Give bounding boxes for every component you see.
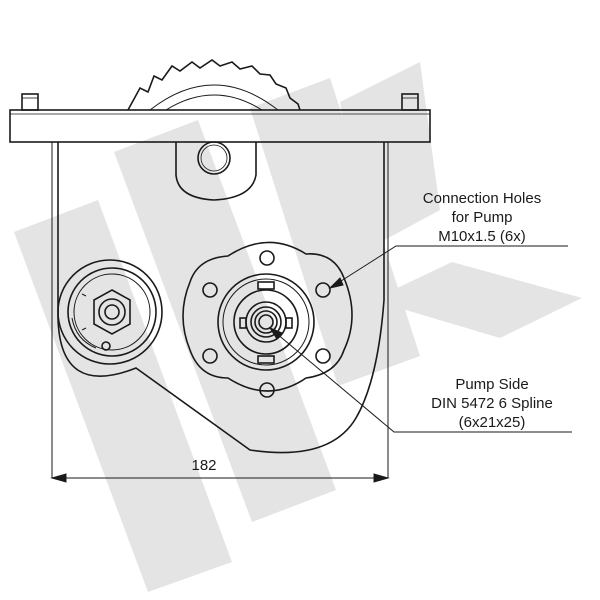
dimension-label: 182	[191, 457, 216, 474]
top-plate	[9, 109, 431, 143]
housing-body	[57, 142, 385, 454]
leader-connection	[329, 245, 568, 289]
callout-connection-line1: Connection Holes	[423, 190, 541, 207]
callout-pump-line1: Pump Side	[455, 376, 528, 393]
center-lug	[175, 142, 257, 201]
dimension-182	[50, 473, 390, 483]
callout-pump-line3: (6x21x25)	[459, 414, 526, 431]
callout-connection-line2: for Pump	[452, 209, 513, 226]
watermark-logo	[14, 62, 582, 592]
callout-connection-line3: M10x1.5 (6x)	[438, 228, 526, 245]
bolt-left	[21, 93, 39, 111]
left-shaft	[57, 259, 163, 365]
pump-flange	[182, 241, 353, 392]
pump-spline	[217, 273, 315, 371]
leader-pump-side	[269, 327, 572, 433]
leader-lines	[268, 245, 572, 433]
callout-pump-line2: DIN 5472 6 Spline	[431, 395, 553, 412]
gear-teeth	[127, 59, 301, 111]
gearbox-outline	[9, 59, 431, 478]
connection-holes	[202, 250, 331, 398]
center-hole	[197, 141, 231, 175]
bolt-right	[401, 93, 419, 111]
